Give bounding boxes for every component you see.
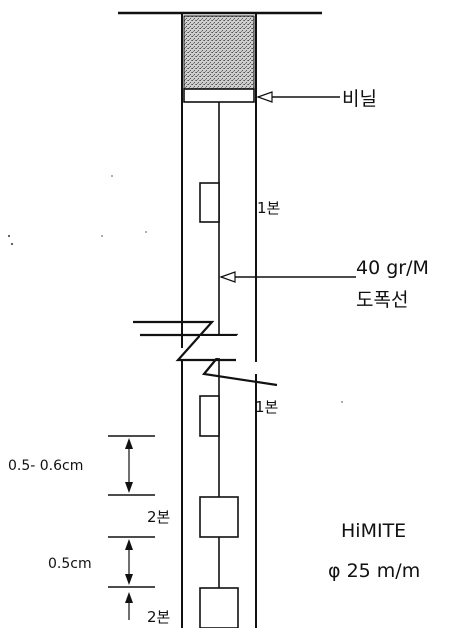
dim-a-arrow-up [125,438,133,449]
label-spacing-a: 0.5- 0.6cm [8,458,83,474]
vinyl-cap [183,88,255,103]
label-diameter: φ 25 m/m [328,560,420,582]
dim-b-arrow-down [125,574,133,585]
dim-a-arrow-down [125,482,133,493]
label-1bon-upper: 1본 [257,199,280,217]
charge-1bon-upper [199,182,220,223]
label-detonating-cord: 도폭선 [356,289,408,311]
scan-dot [101,235,103,237]
scan-dot [111,175,113,177]
cord-arrowhead [219,271,236,283]
label-product: HiMITE [341,520,406,542]
label-vinyl: 비닐 [342,88,377,110]
label-spacing-b: 0.5cm [48,556,92,572]
break-gap [200,336,238,358]
charge-2bon-upper [199,496,239,538]
stemming-plug [183,15,255,90]
label-2bon-lower: 2본 [147,608,170,626]
vinyl-arrowhead [256,91,273,103]
label-1bon-lower: 1본 [255,398,278,416]
label-cord-weight: 40 gr/M [356,257,429,279]
label-2bon-upper: 2본 [147,508,170,526]
dim-c-arrow-up [125,592,133,603]
break-line-upper [133,320,236,362]
scan-dot [145,231,147,233]
charge-2bon-lower [199,587,239,629]
scan-dot [341,401,343,403]
dim-b-arrow-up [125,539,133,550]
charge-1bon-lower [199,395,220,437]
scan-dot [7,234,11,238]
scan-dot [10,242,14,246]
